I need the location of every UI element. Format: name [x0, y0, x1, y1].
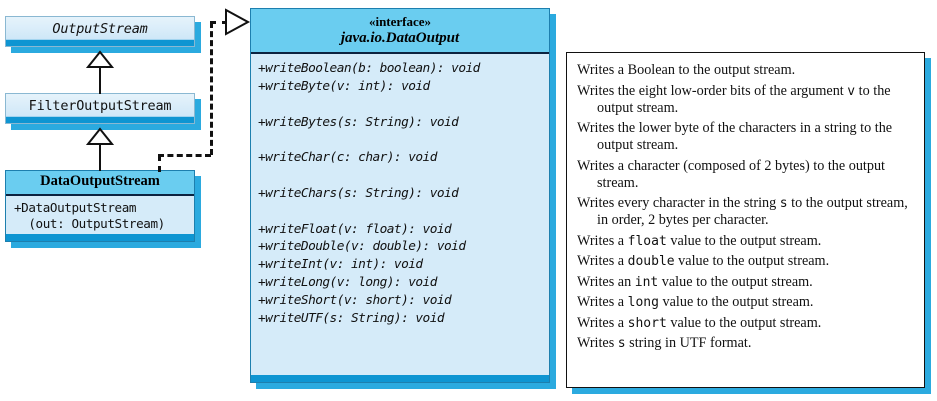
description-row: Writes a float value to the output strea… [577, 232, 822, 249]
box-bottom-strip [251, 375, 549, 382]
description-row: Writes an int value to the output stream… [577, 273, 813, 290]
box-bottom-strip [6, 234, 194, 241]
class-box-filter-output-stream[interactable]: FilterOutputStream [5, 93, 201, 130]
generalization-line-2 [99, 143, 101, 171]
interface-stereotype: «interface» [368, 14, 432, 29]
box-inner: «interface» java.io.DataOutput +writeBoo… [250, 8, 550, 383]
description-row: Writes the lower byte of the characters … [577, 120, 893, 154]
method-signature: +writeInt(v: int): void [258, 257, 423, 273]
description-row: Writes a double value to the output stre… [577, 253, 830, 270]
method-signature: +writeChars(s: String): void [258, 185, 459, 201]
class-box-output-stream[interactable]: OutputStream [5, 16, 201, 53]
method-signature: +writeByte(v: int): void [258, 79, 430, 95]
box-inner: OutputStream [5, 16, 195, 47]
description-row: Writes every character in the string s t… [577, 195, 908, 229]
realization-segment-vertical-right [210, 22, 213, 155]
method-spacer [258, 168, 549, 186]
interface-header: «interface» java.io.DataOutput [251, 9, 549, 55]
method-signature: +writeLong(v: long): void [258, 274, 437, 290]
description-row: Writes a long value to the output stream… [577, 294, 814, 311]
method-description-panel: Writes a Boolean to the output stream. W… [566, 52, 931, 394]
method-signature: +writeBoolean(b: boolean): void [258, 61, 480, 77]
description-row: Writes the eight low-order bits of the a… [577, 82, 891, 116]
interface-name: java.io.DataOutput [340, 29, 460, 46]
class-members-data-output-stream: +DataOutputStream (out: OutputStream) [14, 199, 165, 232]
description-row: Writes a Boolean to the output stream. [577, 62, 796, 78]
description-row: Writes a short value to the output strea… [577, 314, 822, 331]
box-inner: FilterOutputStream [5, 93, 195, 124]
method-spacer [258, 204, 549, 222]
interface-method-list: +writeBoolean(b: boolean): void +writeBy… [251, 54, 549, 375]
method-signature: +writeUTF(s: String): void [258, 310, 445, 326]
method-spacer [258, 133, 549, 151]
interface-box-data-output[interactable]: «interface» java.io.DataOutput +writeBoo… [250, 8, 556, 389]
realization-segment-vertical-left [158, 155, 161, 172]
method-signature: +writeChar(c: char): void [258, 150, 437, 166]
generalization-arrowhead-2 [85, 127, 115, 145]
realization-segment-horizontal [158, 154, 211, 157]
class-name-data-output-stream: DataOutputStream [6, 171, 194, 196]
method-signature: +writeDouble(v: double): void [258, 239, 466, 255]
method-signature: +writeFloat(v: float): void [258, 221, 452, 237]
box-inner: DataOutputStream +DataOutputStream (out:… [5, 170, 195, 242]
panel-inner: Writes a Boolean to the output stream. W… [566, 52, 925, 388]
class-name-filter-output-stream: FilterOutputStream [28, 98, 172, 114]
realization-arrowhead [225, 8, 251, 36]
generalization-arrowhead-1 [85, 50, 115, 68]
description-row: Writes s string in UTF format. [577, 335, 752, 352]
method-spacer [258, 97, 549, 115]
realization-segment-top [210, 21, 228, 24]
generalization-line-1 [99, 66, 101, 94]
method-signature: +writeBytes(s: String): void [258, 114, 459, 130]
method-signature: +writeShort(v: short): void [258, 292, 452, 308]
class-box-data-output-stream[interactable]: DataOutputStream +DataOutputStream (out:… [5, 170, 201, 248]
class-name-output-stream: OutputStream [52, 21, 148, 37]
description-row: Writes a character (composed of 2 bytes)… [577, 157, 885, 191]
